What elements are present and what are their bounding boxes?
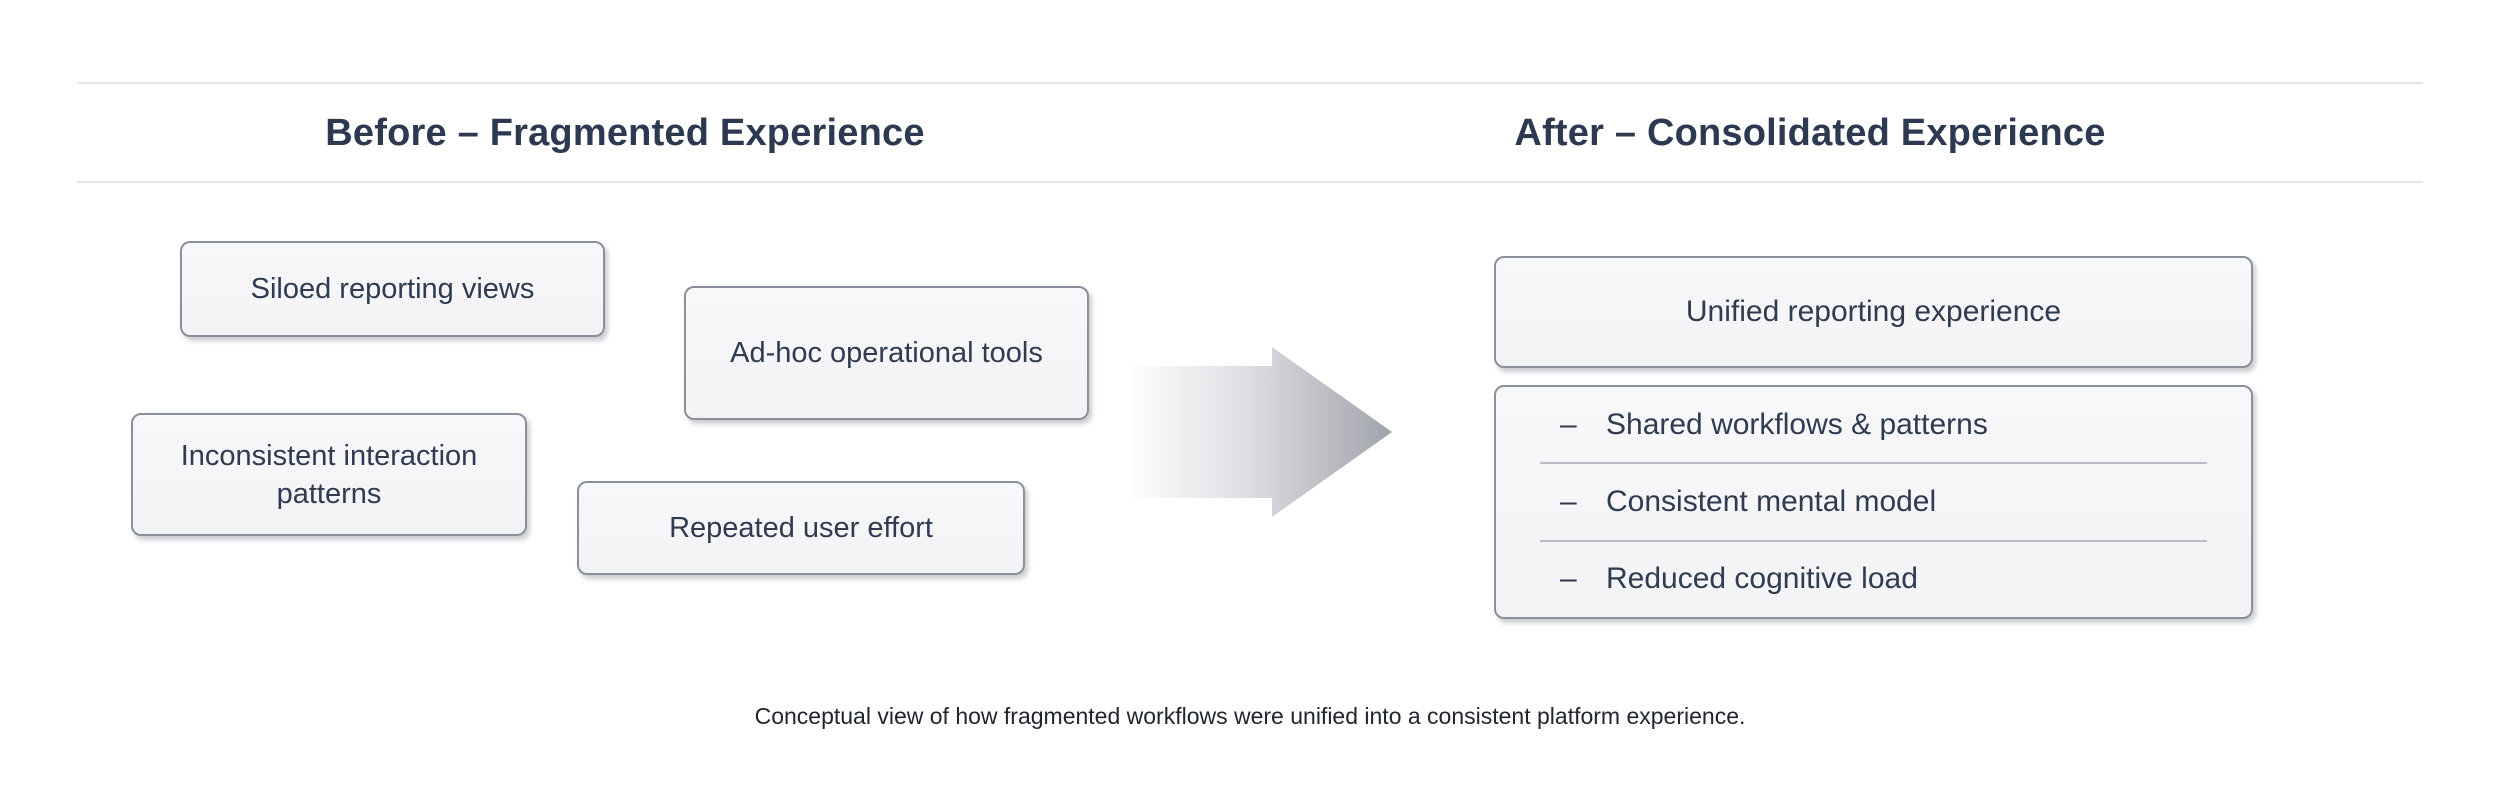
dash-bullet: – (1560, 484, 1577, 518)
figure-caption: Conceptual view of how fragmented workfl… (754, 703, 1746, 729)
dash-bullet: – (1560, 562, 1577, 596)
header-band-bottom-line (77, 181, 2423, 183)
before-box-adhoc-operational-tools: Ad-hoc operational tools (684, 286, 1089, 420)
before-box-repeated-user-effort: Repeated user effort (577, 481, 1025, 575)
before-box-label: Siloed reporting views (250, 273, 535, 305)
benefit-label: Consistent mental model (1606, 484, 1937, 518)
benefit-divider (1540, 462, 2207, 465)
benefit-item-shared-workflows: – Shared workflows & patterns (1496, 387, 2251, 462)
before-box-inconsistent-interaction-patterns: Inconsistent interaction patterns (131, 413, 527, 536)
after-summary-label: Unified reporting experience (1685, 295, 2062, 328)
header-band-top-line (77, 82, 2423, 84)
before-box-label: Ad-hoc operational tools (730, 337, 1043, 369)
benefit-item-reduced-cognitive-load: – Reduced cognitive load (1496, 542, 2251, 617)
benefit-label: Shared workflows & patterns (1606, 407, 1988, 441)
after-box-unified-reporting-experience: Unified reporting experience (1494, 256, 2253, 368)
right-arrow-icon (1134, 347, 1392, 517)
after-column-title: After – Consolidated Experience (1514, 112, 2106, 154)
before-column-title: Before – Fragmented Experience (325, 112, 925, 154)
benefit-divider (1540, 539, 2207, 542)
dash-bullet: – (1560, 407, 1577, 441)
benefit-label: Reduced cognitive load (1606, 562, 1918, 596)
before-after-arrow-icon (1128, 342, 1398, 522)
benefit-item-consistent-mental-model: – Consistent mental model (1496, 464, 2251, 539)
before-box-label: Inconsistent interaction patterns (180, 439, 478, 510)
before-box-siloed-reporting-views: Siloed reporting views (180, 241, 605, 337)
before-box-label: Repeated user effort (669, 512, 933, 544)
after-benefits-list-box: – Shared workflows & patterns – Consiste… (1494, 385, 2253, 619)
